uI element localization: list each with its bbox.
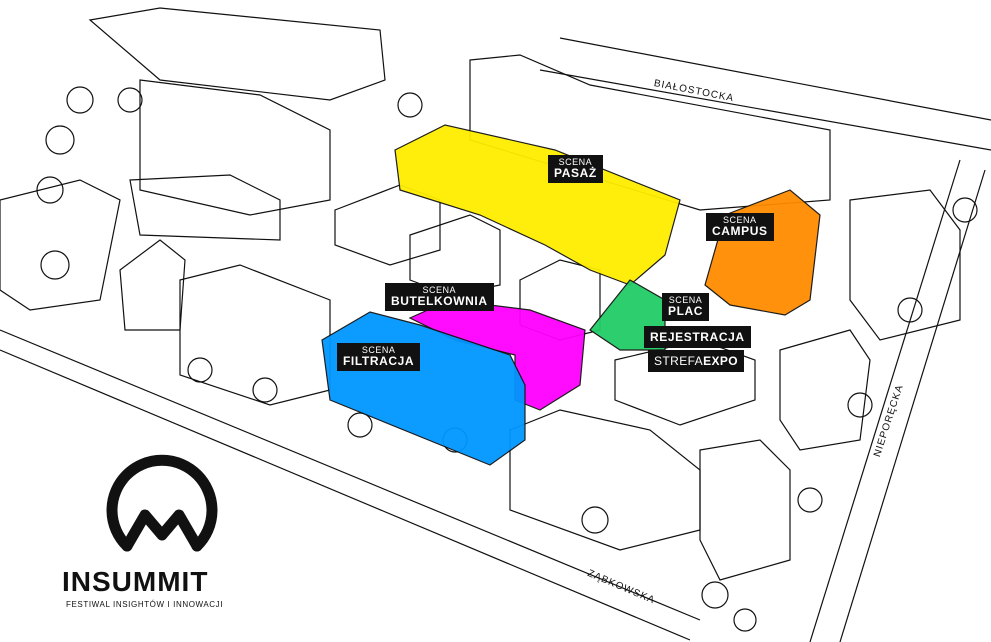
venue-pasaz-shape: [394, 124, 681, 286]
venue-label-sub: SCENA: [668, 295, 703, 305]
logo-tagline: FESTIWAL INSIGHTÓW I INNOWACJI: [66, 600, 224, 609]
expo-zone-label[interactable]: STREFAEXPO: [648, 350, 745, 372]
venue-label-name: PLAC: [668, 304, 704, 318]
venue-label-name: FILTRACJA: [343, 354, 415, 368]
venue-label-pasaz[interactable]: SCENA PASAŻ: [548, 155, 603, 183]
venue-label-filtracja[interactable]: SCENA FILTRACJA: [337, 343, 421, 371]
building-outline: [139, 79, 331, 216]
building-outline: [409, 214, 501, 296]
tree: [733, 608, 757, 632]
building-outline: [699, 439, 791, 581]
venue-label-name: PASAŻ: [554, 166, 597, 180]
tree: [701, 581, 729, 609]
tree: [397, 92, 423, 118]
street-line: [839, 169, 986, 642]
tree: [36, 176, 64, 204]
tree: [897, 297, 923, 323]
building-outline: [779, 329, 871, 451]
tree: [347, 412, 373, 438]
building-outline: [88, 7, 386, 101]
street-line: [0, 329, 701, 621]
building-outline: [129, 174, 281, 241]
tree: [952, 197, 978, 223]
venue-label-sub: SCENA: [723, 215, 757, 225]
insummit-logo-icon: [106, 454, 218, 552]
street-line: [0, 349, 691, 641]
tree: [45, 125, 75, 155]
building-outline: [849, 189, 961, 341]
street-line: [809, 159, 961, 642]
venue-label-sub: SCENA: [422, 285, 457, 295]
venue-label-name: CAMPUS: [712, 224, 768, 238]
tree: [581, 506, 609, 534]
tree: [797, 487, 823, 513]
tree: [847, 392, 873, 418]
registration-label[interactable]: REJESTRACJA: [644, 326, 751, 348]
venue-label-campus[interactable]: SCENA CAMPUS: [706, 213, 774, 241]
venue-label-sub: SCENA: [361, 345, 396, 355]
expo-label-name: EXPO: [703, 354, 739, 368]
tree: [66, 86, 94, 114]
tree: [117, 87, 143, 113]
venue-label-sub: SCENA: [558, 157, 593, 167]
venue-label-plac[interactable]: SCENA PLAC: [662, 293, 710, 321]
building-outline: [0, 179, 121, 311]
venue-label-name: BUTELKOWNIA: [391, 294, 488, 308]
venue-label-butelkownia[interactable]: SCENA BUTELKOWNIA: [385, 283, 494, 311]
tree: [40, 250, 70, 280]
street-line: [539, 69, 991, 151]
expo-label-prefix: STREFA: [654, 354, 704, 368]
logo-wordmark: INSUMMIT: [62, 566, 209, 597]
building-outline: [119, 239, 186, 331]
tree: [187, 357, 213, 383]
tree: [252, 377, 278, 403]
street-line: [559, 37, 991, 121]
